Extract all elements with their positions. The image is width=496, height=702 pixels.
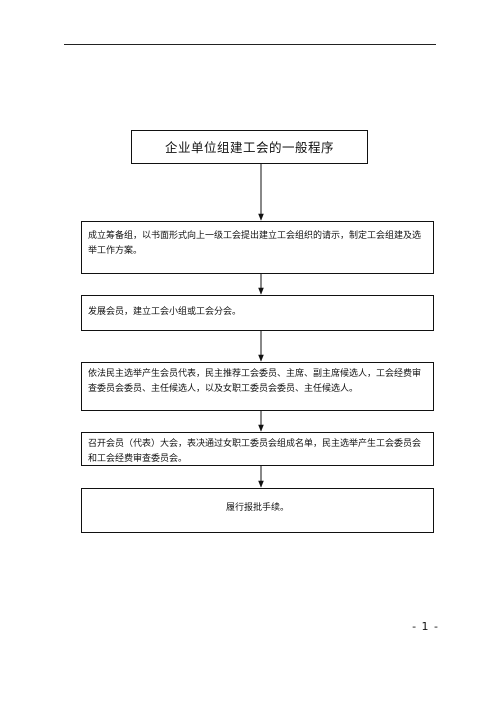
step-2-box: 发展会员，建立工会小组或工会分会。: [81, 295, 434, 331]
step-3-box: 依法民主选举产生会员代表，民主推荐工会委员、主席、副主席候选人，工会经费审查委员…: [81, 362, 434, 411]
header-rule: [64, 44, 436, 45]
page-number: - 1 -: [412, 620, 439, 633]
flowchart-title: 企业单位组建工会的一般程序: [131, 130, 368, 164]
step-1-box: 成立筹备组，以书面形式向上一级工会提出建立工会组织的请示，制定工会组建及选举工作…: [81, 221, 434, 274]
step-4-box: 召开会员（代表）大会，表决通过女职工委员会组成名单，民主选举产生工会委员会和工会…: [81, 432, 434, 466]
step-5-box: 履行报批手续。: [81, 488, 434, 533]
